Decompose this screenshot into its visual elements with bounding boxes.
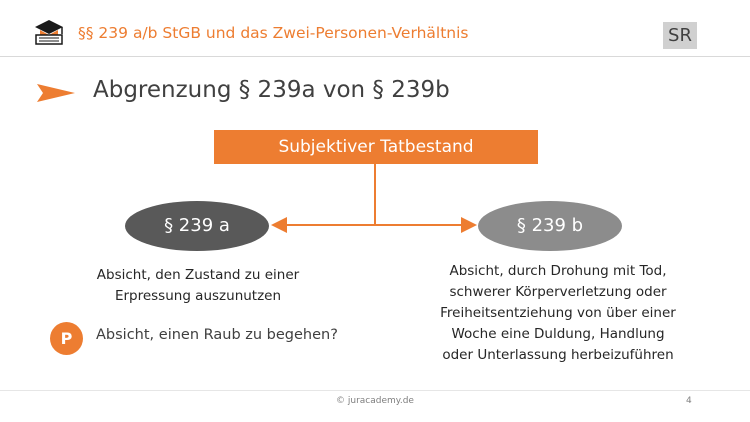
subjective-element-box: Subjektiver Tatbestand (214, 130, 538, 164)
page-number: 4 (686, 396, 692, 406)
description-239b-line: Freiheitsentziehung von über einer (440, 305, 676, 321)
description-239b-line: Absicht, durch Drohung mit Tod, (449, 263, 667, 279)
description-239b-line: schwerer Körperverletzung oder (449, 284, 667, 300)
footer-divider (0, 390, 750, 391)
node-239a: § 239 a (125, 201, 269, 251)
header-divider (0, 56, 750, 57)
slide-title: Abgrenzung § 239a von § 239b (93, 77, 450, 103)
book-cap-logo-icon (35, 20, 63, 45)
problem-marker: P (50, 322, 83, 355)
description-239a-line: Erpressung auszunutzen (114, 288, 282, 304)
description-239a-line: Absicht, den Zustand zu einer (96, 267, 300, 283)
problem-question: Absicht, einen Raub zu begehen? (96, 327, 338, 343)
orange-arrow-icon (37, 84, 75, 102)
subject-badge: SR (663, 22, 697, 49)
footer-copyright: © juracademy.de (336, 396, 414, 406)
description-239a: Absicht, den Zustand zu einer Erpressung… (78, 265, 318, 307)
description-239b-line: oder Unterlassung herbeizuführen (442, 347, 674, 363)
description-239b-line: Woche eine Duldung, Handlung (451, 326, 665, 342)
description-239b: Absicht, durch Drohung mit Tod, schwerer… (403, 261, 713, 366)
header-title: §§ 239 a/b StGB und das Zwei-Personen-Ve… (78, 24, 469, 42)
node-239b: § 239 b (478, 201, 622, 251)
